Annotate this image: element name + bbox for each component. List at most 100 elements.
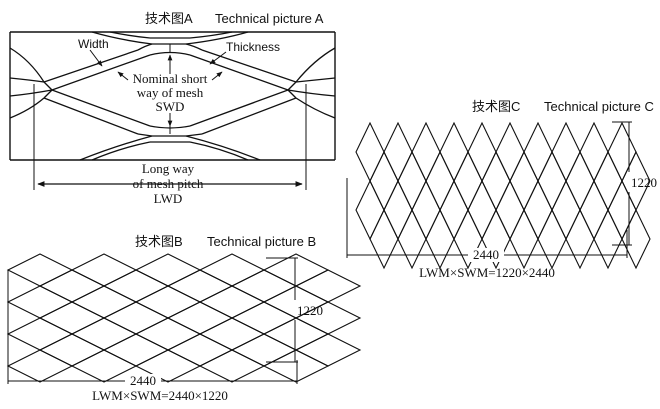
picture-c-diamond (537, 150, 567, 212)
picture-c-title-cn: 技术图C (472, 99, 520, 114)
picture-b-diamond (230, 333, 298, 367)
picture-c-diamond (551, 179, 581, 241)
width-leader-arrow (89, 49, 103, 67)
picture-b-dim-width: 2440 (130, 373, 156, 388)
label-swd-line1: Nominal short (133, 71, 208, 86)
picture-b-diamond (6, 317, 74, 351)
picture-c-diamond (369, 208, 399, 270)
picture-c-diamond (523, 121, 553, 183)
label-lwd-line3: LWD (154, 191, 183, 206)
picture-b-diamond (134, 285, 202, 319)
label-width: Width (78, 37, 109, 51)
picture-c-diamond (495, 121, 525, 183)
picture-b-diamond (38, 301, 106, 335)
picture-c-diamond (425, 150, 455, 212)
picture-b-diamond (134, 253, 202, 287)
picture-b-diamond (134, 317, 202, 351)
picture-b-width-label-bg (125, 374, 161, 388)
picture-c-diamond (411, 179, 441, 241)
picture-c-diamond (411, 121, 441, 183)
picture-c-diamond (621, 208, 651, 270)
picture-c-diamond (439, 179, 469, 241)
picture-b-diamond (70, 285, 138, 319)
picture-c-diamond (453, 150, 483, 212)
label-swd-line3: SWD (156, 99, 185, 114)
picture-a-title-cn: 技术图A (145, 11, 193, 26)
picture-c-diamond (593, 150, 623, 212)
picture-b-title-cn: 技术图B (135, 234, 183, 249)
label-swd-line2: way of mesh (137, 85, 204, 100)
picture-c-diamond (551, 121, 581, 183)
picture-b-diamond (294, 269, 362, 303)
picture-a: 技术图A Technical picture A (9, 11, 336, 206)
picture-c-diamond (397, 208, 427, 270)
label-thickness: Thickness (226, 40, 280, 54)
picture-c-diamond (565, 150, 595, 212)
picture-b-diamond (294, 333, 362, 367)
picture-b-diamond (6, 349, 74, 383)
picture-b-formula: LWM×SWM=2440×1220 (92, 388, 228, 403)
swd-leader-right (211, 71, 223, 81)
picture-c: 技术图C Technical picture C 2440 1220 LWM×S… (346, 99, 657, 280)
picture-c-diamond (523, 179, 553, 241)
picture-c-diamond (607, 121, 637, 183)
label-lwd-line2: of mesh pitch (133, 176, 204, 191)
picture-b-diamond (262, 317, 330, 351)
picture-b-diamond (198, 349, 266, 383)
picture-c-diamond (397, 150, 427, 212)
picture-b-diamond (198, 285, 266, 319)
picture-c-diamond (467, 179, 497, 241)
picture-c-diamond (565, 208, 595, 270)
picture-c-diamond (579, 121, 609, 183)
swd-leader-left (117, 71, 129, 81)
picture-b-diamond (38, 333, 106, 367)
picture-c-dim-width: 2440 (473, 247, 499, 262)
picture-b-diamond (230, 269, 298, 303)
picture-c-diamond-mesh (355, 121, 651, 270)
label-lwd-line1: Long way (142, 161, 195, 176)
picture-c-diamond (593, 208, 623, 270)
picture-c-diamond (369, 150, 399, 212)
picture-b-diamond (102, 269, 170, 303)
picture-c-diamond (425, 208, 455, 270)
picture-b-diamond (230, 301, 298, 335)
picture-c-diamond (355, 121, 385, 183)
picture-b-diamond (6, 285, 74, 319)
picture-b-diamond-mesh (6, 253, 362, 383)
picture-c-diamond (383, 121, 413, 183)
picture-b-diamond (102, 333, 170, 367)
picture-c-width-label-bg (468, 248, 504, 262)
picture-c-diamond (537, 208, 567, 270)
picture-b-diamond (262, 349, 330, 383)
picture-c-diamond (383, 179, 413, 241)
picture-a-title-en: Technical picture A (215, 11, 324, 26)
picture-b-dim-height: 1220 (297, 303, 323, 318)
picture-b-diamond (262, 253, 330, 287)
picture-b-diamond (70, 317, 138, 351)
picture-b-diamond (6, 253, 74, 287)
picture-c-diamond (355, 179, 385, 241)
picture-c-diamond (509, 150, 539, 212)
picture-c-dim-height: 1220 (631, 175, 657, 190)
picture-c-diamond (481, 150, 511, 212)
picture-c-diamond (439, 121, 469, 183)
picture-b-title-en: Technical picture B (207, 234, 316, 249)
picture-a-mesh-strands (9, 31, 336, 161)
picture-c-title-en: Technical picture C (544, 99, 654, 114)
picture-b-diamond (198, 317, 266, 351)
picture-b-diamond (70, 253, 138, 287)
picture-c-diamond (579, 179, 609, 241)
picture-c-diamond (495, 179, 525, 241)
picture-b: 技术图B Technical picture B 2440 1220 LWM×S… (6, 234, 362, 403)
picture-b-diamond (198, 253, 266, 287)
picture-b-diamond (166, 269, 234, 303)
picture-b-diamond (102, 301, 170, 335)
picture-b-diamond (166, 301, 234, 335)
picture-b-diamond (166, 333, 234, 367)
picture-b-diamond (38, 269, 106, 303)
thickness-leader-arrow (209, 51, 227, 65)
picture-c-formula: LWM×SWM=1220×2440 (419, 265, 555, 280)
picture-c-diamond (509, 208, 539, 270)
